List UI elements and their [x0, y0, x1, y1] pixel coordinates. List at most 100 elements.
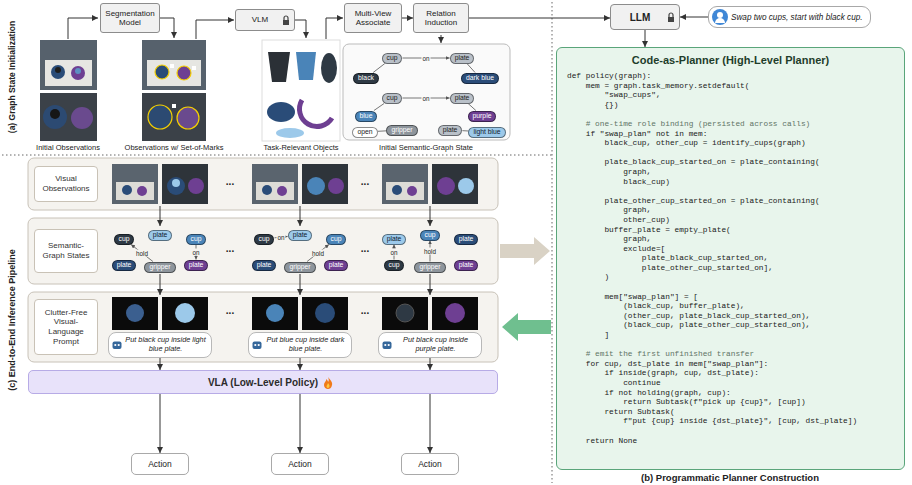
plate-shape: [262, 185, 272, 195]
flow-arrow: [326, 18, 343, 39]
node-text: plate: [455, 54, 470, 62]
connector: [300, 394, 301, 453]
code-line: ]: [567, 331, 894, 341]
robot-eye: [384, 344, 386, 346]
flow-arrow: [430, 274, 431, 295]
model-box: Segmentation Model: [100, 3, 160, 33]
graph-node: light blue: [468, 127, 505, 138]
prompt-bubble: Put blue cup inside dark blue plate.: [248, 332, 352, 358]
node-text: light blue: [473, 128, 500, 136]
photo: [382, 164, 428, 204]
edge-label: on: [277, 234, 286, 241]
code-panel: Code-as-Planner (High-Level Planner)def …: [556, 47, 905, 470]
graph-node: gripper: [284, 262, 315, 273]
graph-node: black: [353, 73, 379, 84]
robot-eye: [388, 344, 390, 346]
node-text: Swap two cups, start with black cup.: [731, 13, 863, 22]
model-box: VLM: [235, 9, 295, 31]
graph-node: cup: [254, 234, 275, 245]
cup-shape: [296, 52, 316, 80]
robot-eye: [254, 344, 256, 346]
node-text: gripper: [149, 263, 170, 271]
photo: [40, 93, 97, 141]
flame-core: [327, 383, 330, 388]
plate-shape: [277, 186, 287, 196]
flow-arrow: [430, 206, 431, 226]
flow-arrow: [196, 20, 234, 39]
code-line: "swap_cups",: [567, 91, 894, 101]
node-text: cup: [387, 54, 398, 62]
node-text: Put black cup inside light blue plate.: [125, 336, 206, 354]
policy-bar: VLA (Low-Level Policy): [28, 370, 498, 394]
user-icon: [712, 9, 728, 25]
caption-text: ...: [361, 244, 369, 254]
cup-shape: [172, 179, 180, 187]
robot-icon: [252, 340, 262, 350]
code-line: if inside(graph, cup, dst_plate):: [567, 369, 894, 379]
code-line: def policy(graph):: [567, 72, 894, 82]
prompt-bubble: Put black cup inside purple plate.: [378, 332, 482, 358]
connector: [645, 30, 646, 47]
row-label: Semantic-Graph States: [34, 229, 98, 273]
robot-head: [253, 342, 262, 350]
node-text: Put blue cup inside dark blue plate.: [265, 336, 346, 354]
graph-node: plate: [454, 260, 479, 271]
masked-image: [432, 297, 478, 330]
cup-shape: [75, 68, 81, 74]
code-line: plate_black_cup_started_on,: [567, 254, 894, 264]
node-text: gripper: [289, 263, 310, 271]
connector: [468, 104, 476, 111]
graph-node: purple: [468, 111, 497, 122]
connector: [378, 130, 387, 131]
graph-node: blue: [355, 111, 378, 122]
connector: [307, 245, 329, 262]
node-text: open: [357, 128, 372, 136]
plate-shape: [315, 303, 335, 323]
edge-label: on: [422, 55, 431, 62]
photo-table: [256, 182, 294, 200]
robot-icon: [382, 340, 392, 350]
code-line: mem["swap_plan"] = [: [567, 293, 894, 303]
graph-node: gripper: [144, 262, 175, 273]
code-line: black_cup, other_cup = identify_cups(gra…: [567, 139, 894, 149]
node-text: plate: [257, 261, 272, 269]
code-line: graph,: [567, 168, 894, 178]
graph-node: dark blue: [461, 73, 499, 84]
connector: [300, 358, 301, 370]
caption-text: Task-Relevant Objects: [263, 144, 338, 152]
code-line: return None: [567, 437, 894, 447]
plate-shape: [276, 128, 304, 138]
graph-node: plate: [148, 230, 173, 241]
node-text: plate: [387, 235, 402, 243]
photo: [142, 93, 206, 141]
code-line: plate_black_cup_started_on = plate_conta…: [567, 158, 894, 168]
row-band: [28, 292, 498, 362]
node-text: plate: [459, 261, 474, 269]
flow-arrow: [300, 206, 301, 226]
connector: [680, 17, 708, 18]
connector: [402, 18, 413, 19]
mask-outline: [177, 107, 199, 129]
divider: [552, 2, 553, 483]
code-line: continue: [567, 379, 894, 389]
robot-eye: [118, 344, 120, 346]
robot-head: [113, 342, 122, 350]
connector: [131, 245, 153, 262]
user-body: [715, 18, 725, 23]
node-text: cup: [119, 235, 130, 243]
code-line: exclude=[: [567, 245, 894, 255]
graph-node: plate: [288, 230, 313, 241]
graph-node: plate: [454, 234, 479, 245]
block-arrow: [502, 313, 551, 341]
connector: [430, 394, 431, 453]
connector: [160, 394, 161, 453]
code-line: other_cup): [567, 216, 894, 226]
code-line: (black_cup, buffer_plate),: [567, 302, 894, 312]
node-text: blue: [360, 112, 373, 120]
code-line: return Subtask(: [567, 408, 894, 418]
graph-node: plate: [184, 260, 209, 271]
mask-outline: [148, 105, 172, 129]
flow-arrow: [160, 18, 174, 38]
section-title: (b) Programmatic Planner Construction: [641, 473, 819, 483]
